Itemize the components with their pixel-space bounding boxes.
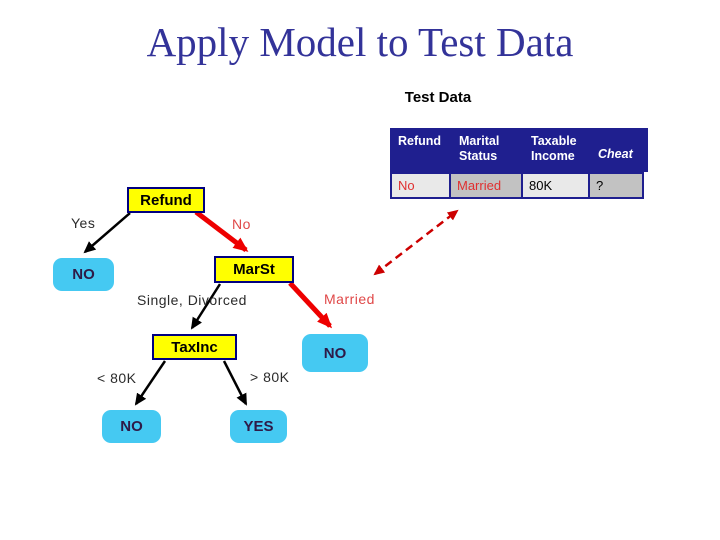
decision-node-taxinc: TaxInc: [152, 334, 237, 360]
leaf-node-no-married: NO: [302, 334, 368, 372]
table-row: No Married 80K ?: [390, 172, 648, 199]
table-cell-taxable-income: 80K: [523, 172, 590, 199]
table-cell-cheat: ?: [590, 172, 644, 199]
leaf-node-yes-income-high: YES: [230, 410, 287, 443]
edge-taxinc-gt80k: [222, 360, 248, 406]
leaf-node-no-refund-yes: NO: [53, 258, 114, 291]
table-header-taxable-income: Taxable Income: [531, 134, 577, 163]
leaf-node-no-income-low: NO: [102, 410, 161, 443]
table-header-marital-status: Marital Status: [459, 134, 500, 163]
decision-node-refund: Refund: [127, 187, 205, 213]
table-header-refund: Refund: [398, 134, 442, 148]
edge-dashed-record-to-tree: [373, 209, 459, 276]
test-data-table: Refund Marital Status Taxable Income Che…: [390, 128, 648, 199]
edge-taxinc-lt80k: [134, 360, 167, 406]
edge-label-no: No: [232, 216, 251, 232]
edge-label-married: Married: [324, 291, 375, 307]
table-header-row: Refund Marital Status Taxable Income Che…: [390, 128, 648, 172]
table-cell-marital-status: Married: [451, 172, 523, 199]
table-caption: Test Data: [404, 89, 472, 106]
edge-label-lt-80k: < 80K: [97, 370, 137, 386]
page-title: Apply Model to Test Data: [146, 19, 574, 65]
decision-node-marst: MarSt: [214, 256, 294, 283]
edge-label-yes: Yes: [71, 215, 96, 231]
table-header-cheat: Cheat: [598, 147, 633, 161]
edge-label-gt-80k: > 80K: [250, 369, 290, 385]
edge-label-single-divorced: Single, Divorced: [137, 292, 247, 308]
table-cell-refund: No: [390, 172, 451, 199]
